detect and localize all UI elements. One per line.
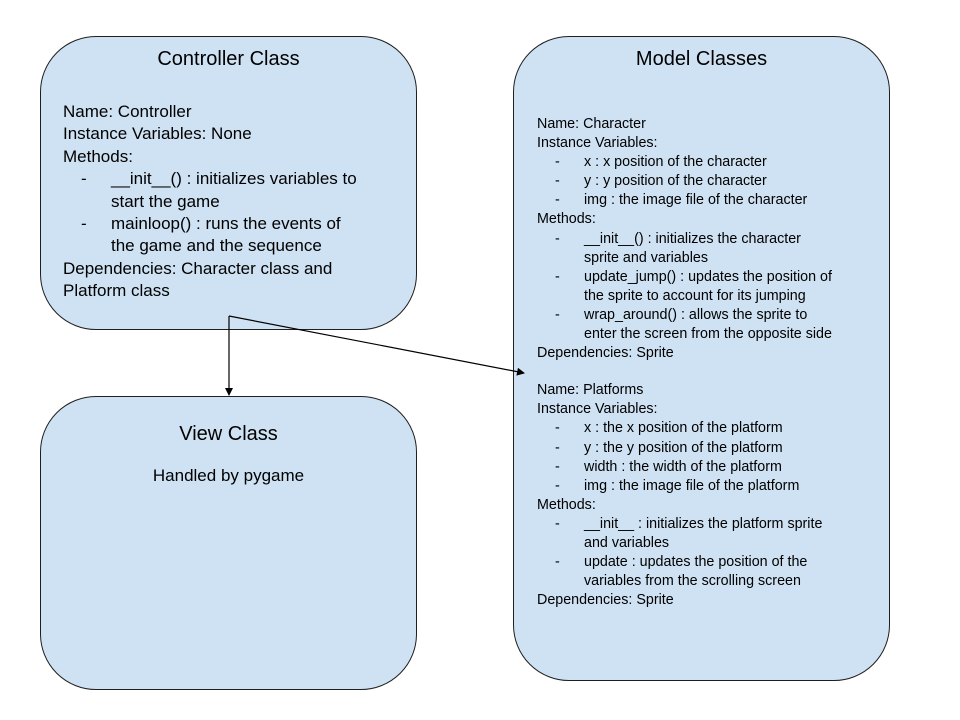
- list-item: - img : the image file of the platform: [537, 477, 882, 496]
- platforms-methods-list: - __init__ : initializes the platform spr…: [537, 515, 882, 591]
- method-line: the game and the sequence: [111, 236, 322, 256]
- variable-line: y : y position of the character: [584, 173, 767, 190]
- platforms-name: Name: Platforms: [537, 382, 644, 399]
- list-item: - update_jump() : updates the position of…: [537, 268, 882, 306]
- method-line: start the game: [111, 191, 220, 211]
- character-name: Name: Character: [537, 116, 646, 132]
- variable-line: x : x position of the character: [584, 154, 767, 171]
- bullet-dash: -: [555, 554, 560, 571]
- list-item: - __init__ : initializes the platform spr…: [537, 515, 882, 553]
- bullet-dash: -: [555, 306, 560, 323]
- method-line: wrap_around() : allows the sprite to: [584, 306, 808, 323]
- platforms-instance-variables-list: - x : the x position of the platform - y :…: [537, 419, 882, 495]
- character-methods-label: Methods:: [537, 211, 596, 228]
- controller-dependencies: Dependencies: Character class and: [63, 258, 333, 278]
- variable-line: img : the image file of the character: [584, 192, 808, 209]
- platforms-methods-label: Methods:: [537, 496, 596, 513]
- controller-class-box: Controller Class Name: Controller Instan…: [40, 36, 417, 330]
- list-item: - img : the image file of the character: [537, 191, 882, 210]
- method-line: mainloop() : runs the events of: [111, 214, 341, 234]
- view-class-title: View Class: [179, 423, 278, 445]
- character-methods-list: - __init__() : initializes the character s…: [537, 230, 882, 345]
- list-item: - x : the x position of the platform: [537, 419, 882, 438]
- platforms-instance-variables-label: Instance Variables:: [537, 401, 658, 418]
- list-item: - width : the width of the platform: [537, 458, 882, 477]
- view-class-box: View Class Handled by pygame: [40, 396, 417, 690]
- bullet-dash: -: [555, 268, 560, 285]
- bullet-dash: -: [555, 458, 560, 475]
- character-instance-variables-list: - x : x position of the character - y : y …: [537, 153, 882, 210]
- list-item: - y : y position of the character: [537, 172, 882, 191]
- character-instance-variables-label: Instance Variables:: [537, 135, 658, 152]
- variable-line: img : the image file of the platform: [584, 477, 800, 494]
- bullet-dash: -: [555, 420, 560, 437]
- controller-name: Name: Controller: [63, 102, 192, 121]
- list-item: - update : updates the position of the var…: [537, 553, 882, 591]
- platforms-dependencies: Dependencies: Sprite: [537, 592, 674, 609]
- arrow-controller-to-model: [228, 315, 525, 376]
- list-item: - x : x position of the character: [537, 153, 882, 172]
- bullet-dash: -: [81, 214, 87, 234]
- model-classes-box: Model Classes Name: Character Instance V…: [513, 36, 890, 681]
- bullet-dash: -: [555, 154, 560, 171]
- bullet-dash: -: [555, 230, 560, 247]
- method-line: and variables: [584, 534, 670, 551]
- method-line: variables from the scrolling screen: [584, 573, 801, 590]
- controller-instance-variables: Instance Variables: None: [63, 124, 252, 144]
- list-item: - __init__() : initializes variables to …: [63, 168, 403, 213]
- method-line: update : updates the position of the: [584, 554, 808, 571]
- method-line: enter the screen from the opposite side: [584, 326, 832, 343]
- method-line: __init__() : initializes the character: [584, 230, 801, 247]
- bullet-dash: -: [81, 169, 87, 189]
- list-item: - mainloop() : runs the events of the ga…: [63, 213, 403, 258]
- controller-class-title: Controller Class: [157, 48, 300, 70]
- bullet-dash: -: [555, 515, 560, 532]
- list-item: - y : the y position of the platform: [537, 439, 882, 458]
- method-line: update_jump() : updates the position of: [584, 268, 832, 285]
- list-item: - wrap_around() : allows the sprite to ent…: [537, 306, 882, 344]
- controller-methods-list: - __init__() : initializes variables to …: [63, 168, 403, 258]
- variable-line: x : the x position of the platform: [584, 420, 783, 437]
- bullet-dash: -: [555, 439, 560, 456]
- character-dependencies: Dependencies: Sprite: [537, 345, 674, 362]
- method-line: the sprite to account for its jumping: [584, 287, 806, 304]
- model-classes-details: Name: Character Instance Variables: - x :…: [537, 115, 882, 610]
- bullet-dash: -: [555, 192, 560, 209]
- method-line: __init__() : initializes variables to: [111, 169, 357, 189]
- method-line: __init__ : initializes the platform spri…: [584, 515, 823, 532]
- variable-line: width : the width of the platform: [584, 458, 782, 475]
- list-item: - __init__() : initializes the character s…: [537, 230, 882, 268]
- bullet-dash: -: [555, 477, 560, 494]
- view-class-text: Handled by pygame: [152, 466, 305, 485]
- controller-methods-label: Methods:: [63, 146, 133, 166]
- bullet-dash: -: [555, 173, 560, 190]
- controller-dependencies-cont: Platform class: [63, 281, 170, 301]
- model-classes-title: Model Classes: [635, 48, 768, 70]
- method-line: sprite and variables: [584, 249, 708, 266]
- controller-class-details: Name: Controller Instance Variables: Non…: [63, 101, 403, 303]
- variable-line: y : the y position of the platform: [584, 439, 783, 456]
